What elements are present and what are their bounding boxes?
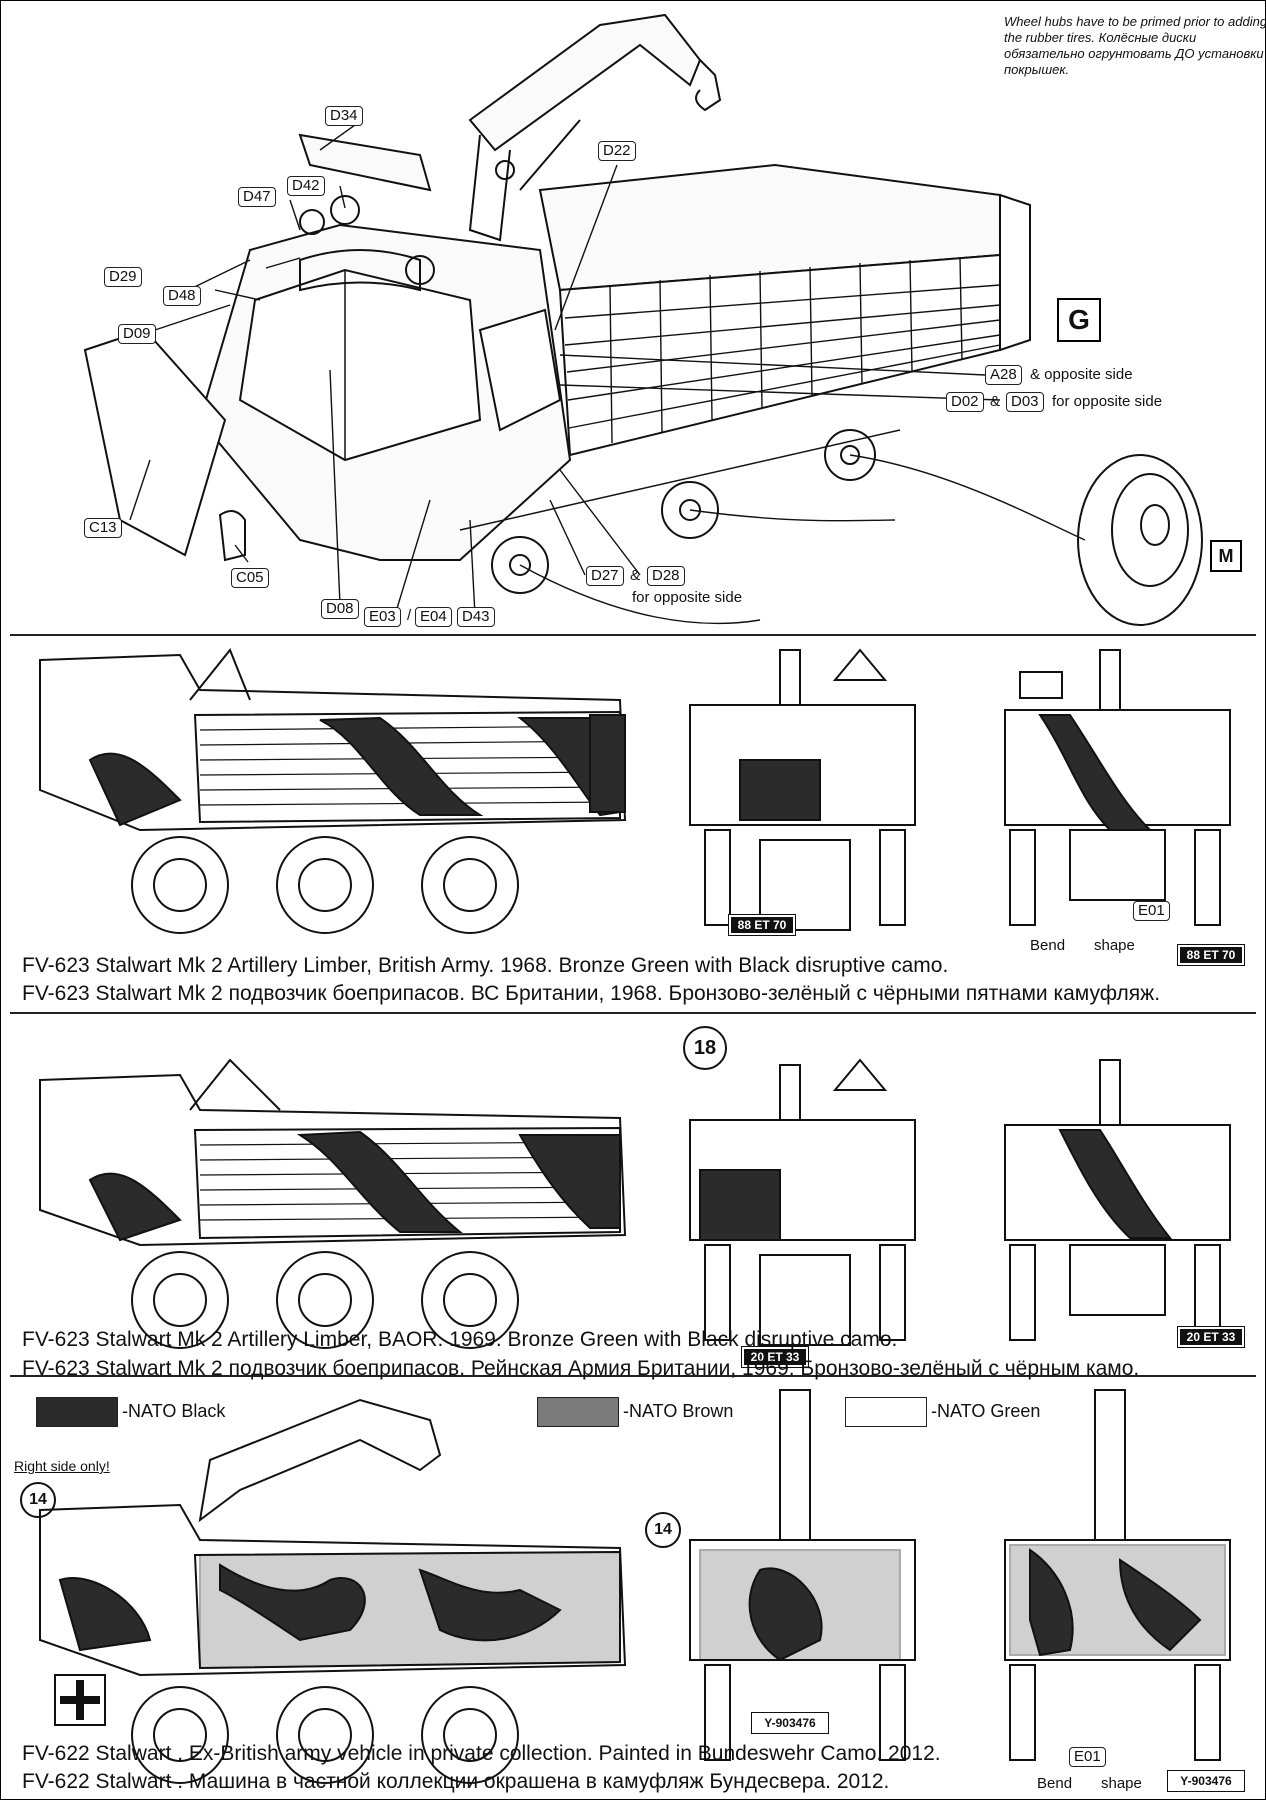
callout-d03: D03 (1006, 392, 1044, 412)
swatch-nato-green (845, 1397, 927, 1427)
callout-d02: D02 (946, 392, 984, 412)
callout-c13: C13 (84, 518, 122, 538)
callout-a28: A28 (985, 365, 1022, 385)
right-side-note: Right side only! (14, 1458, 110, 1474)
caption-1-ru: FV-623 Stalwart Mk 2 подвозчик боеприпас… (22, 982, 1161, 1005)
shape-label-1: shape (1094, 937, 1135, 954)
callout-d22: D22 (598, 141, 636, 161)
marking-14-front: 14 (645, 1512, 681, 1548)
callout-d34: D34 (325, 106, 363, 126)
d02-amp: & (990, 393, 1001, 410)
section-divider (10, 1012, 1256, 1014)
d03-suffix: for opposite side (1052, 393, 1163, 410)
shape-label-2: shape (1101, 1775, 1142, 1792)
front-rear-2 (689, 1058, 1231, 1346)
callout-d27: D27 (586, 566, 624, 586)
legend-nato-green: -NATO Green (931, 1401, 1041, 1421)
caption-2-en: FV-623 Stalwart Mk 2 Artillery Limber, B… (22, 1328, 898, 1351)
d28-suffix: for opposite side (632, 589, 743, 606)
marking-14-side: 14 (20, 1482, 56, 1518)
caption-1-en: FV-623 Stalwart Mk 2 Artillery Limber, B… (22, 954, 949, 977)
side-view-2 (39, 1058, 627, 1349)
bend-label-1: Bend (1030, 937, 1066, 954)
caption-2-ru: FV-623 Stalwart Mk 2 подвозчик боеприпас… (22, 1357, 1140, 1380)
plate-88et70-front: 88 ET 70 (728, 914, 796, 936)
callout-slash: / (407, 607, 412, 624)
callout-c05: C05 (231, 568, 269, 588)
sub-assembly-m: M (1210, 540, 1242, 572)
callout-d28: D28 (647, 566, 685, 586)
callout-e03: E03 (364, 607, 401, 627)
plate-20et33-rear: 20 ET 33 (1177, 1326, 1245, 1348)
callout-d42: D42 (287, 176, 325, 196)
plate-88et70-rear: 88 ET 70 (1177, 944, 1245, 966)
callout-d09: D09 (118, 324, 156, 344)
front-rear-3 (689, 1389, 1231, 1761)
plate-y903476-front: Y-903476 (751, 1712, 829, 1734)
callout-d08: D08 (321, 599, 359, 619)
section-divider (10, 1375, 1256, 1377)
a28-suffix: & opposite side (1030, 366, 1133, 383)
callout-d47: D47 (238, 187, 276, 207)
swatch-nato-brown (537, 1397, 619, 1427)
marking-18: 18 (683, 1026, 727, 1070)
callout-d29: D29 (104, 267, 142, 287)
running-gear (459, 429, 901, 594)
cargo-body (538, 163, 1031, 457)
legend-nato-black: -NATO Black (122, 1401, 226, 1421)
side-view-3 (39, 1398, 627, 1784)
callout-e01-section1: E01 (1133, 901, 1170, 921)
plate-y903476-rear: Y-903476 (1167, 1770, 1245, 1792)
side-view-1 (39, 648, 627, 934)
legend-nato-brown: -NATO Brown (623, 1401, 734, 1421)
callout-d43: D43 (457, 607, 495, 627)
cab (198, 223, 572, 561)
bend-label-2: Bend (1037, 1775, 1073, 1792)
plate-20et33-front: 20 ET 33 (741, 1346, 809, 1368)
caption-3-ru: FV-622 Stalwart . Машина в частной колле… (22, 1770, 890, 1793)
callout-e04: E04 (415, 607, 452, 627)
d27-amp: & (630, 567, 641, 584)
spare-wheel (519, 454, 1203, 626)
front-rear-1 (689, 648, 1231, 931)
swatch-nato-black (36, 1397, 118, 1427)
priming-note: Wheel hubs have to be primed prior to ad… (1004, 14, 1266, 77)
callout-d48: D48 (163, 286, 201, 306)
section-divider (10, 634, 1256, 636)
sub-assembly-g: G (1057, 298, 1101, 342)
callout-e01-section3: E01 (1069, 1747, 1106, 1767)
caption-3-en: FV-622 Stalwart . Ex-British army vehicl… (22, 1742, 941, 1765)
crane-arm (468, 13, 722, 242)
